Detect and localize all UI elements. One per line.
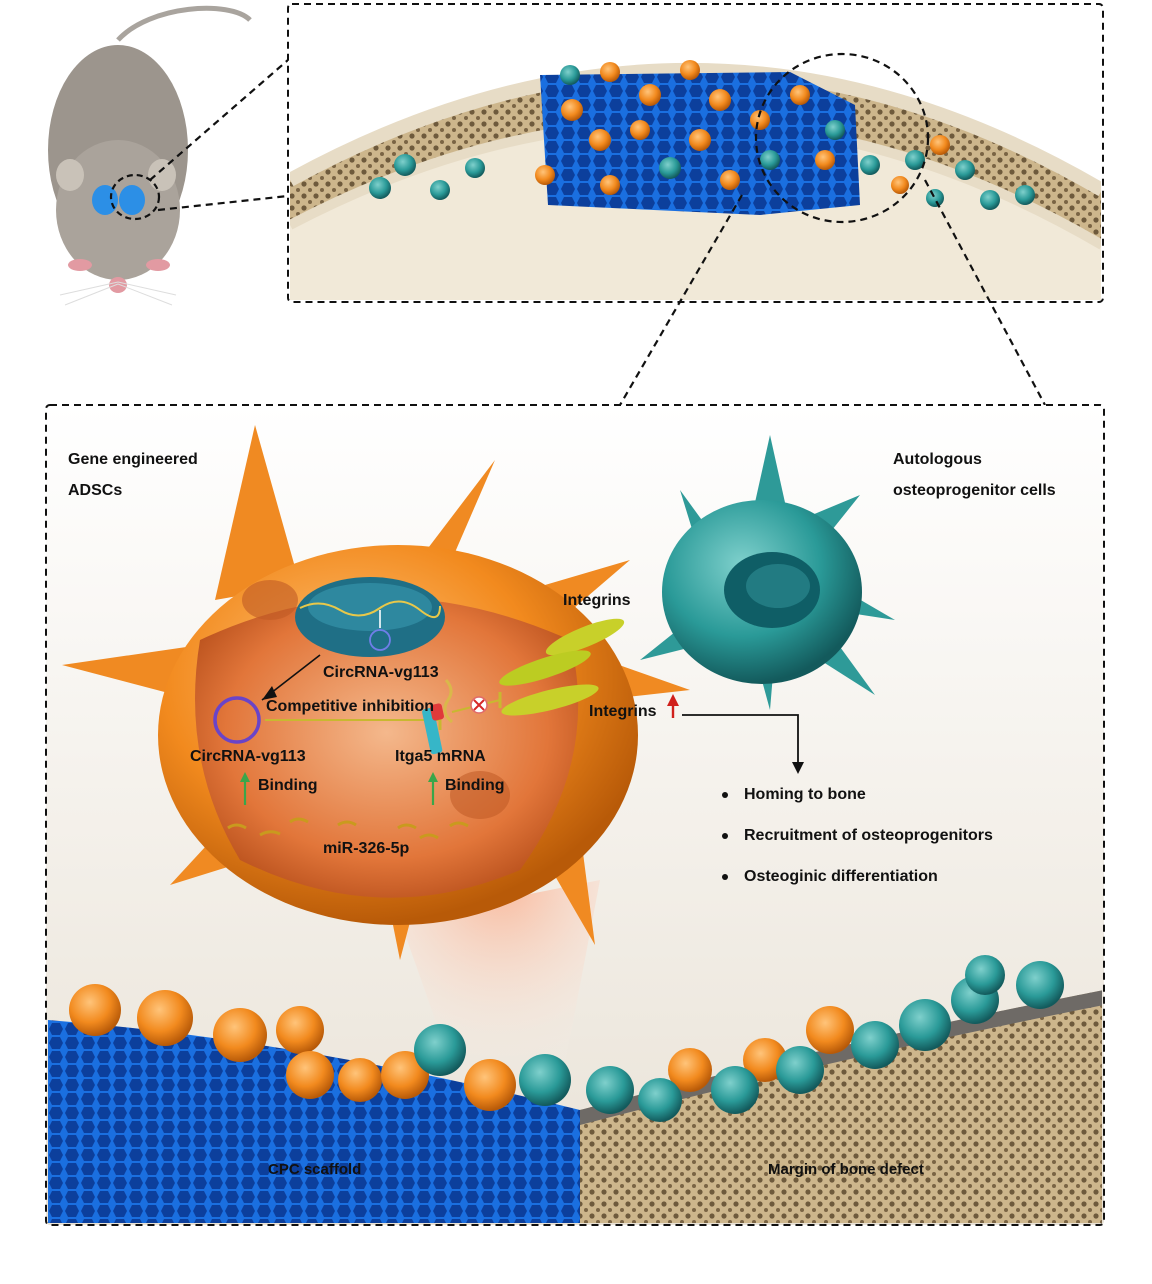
zoom-line-left — [619, 194, 743, 406]
zoom-line-upper — [149, 59, 289, 181]
label-margin-bone-defect: Margin of bone defect — [768, 1161, 924, 1178]
zoom-line-right — [924, 179, 1046, 406]
pathway-diagram — [213, 618, 625, 840]
label-circrna-top: CircRNA-vg113 — [323, 664, 439, 681]
blocked-x-icon — [470, 696, 488, 714]
surface-orange-cells — [69, 984, 854, 1111]
label-circrna-bottom: CircRNA-vg113 — [190, 748, 306, 765]
label-binding-left: Binding — [258, 777, 318, 794]
zoom-line-lower — [157, 194, 289, 212]
label-gene-engineered: Gene engineered — [68, 451, 198, 468]
label-competitive-inhibition: Competitive inhibition — [266, 698, 434, 715]
integrin-rods — [499, 618, 625, 716]
label-integrins-up: Integrins — [589, 703, 657, 720]
top-orange-cells — [535, 60, 950, 195]
itga5-mrna-bar — [422, 707, 443, 755]
top-teal-cells — [369, 65, 1035, 210]
outcome-item: Osteoginic differentiation — [722, 868, 993, 909]
mechanism-panel — [45, 404, 1105, 1226]
label-autologous: Autologous — [893, 451, 982, 468]
skull-section-panel — [287, 3, 1104, 303]
label-adscs: ADSCs — [68, 482, 123, 499]
outcome-list: Homing to bone Recruitment of osteoproge… — [722, 786, 993, 909]
label-osteoprogenitor-cells: osteoprogenitor cells — [893, 482, 1056, 499]
adsc-cell — [62, 425, 690, 960]
label-integrins: Integrins — [563, 592, 631, 609]
outcome-item: Recruitment of osteoprogenitors — [722, 827, 993, 868]
label-itga5-mrna: Itga5 mRNA — [395, 748, 486, 765]
mirna-strands — [227, 817, 469, 840]
zoom-circle — [754, 52, 930, 224]
label-binding-right: Binding — [445, 777, 505, 794]
circrna-ring — [213, 696, 261, 744]
cpc-scaffold-block — [48, 1020, 580, 1223]
label-mir: miR-326-5p — [323, 840, 410, 857]
outcome-item: Homing to bone — [722, 786, 993, 827]
outcome-connector — [682, 714, 799, 768]
surface-teal-cells — [414, 955, 1064, 1122]
bone-margin-block — [580, 990, 1102, 1223]
osteoprogenitor-cell — [640, 435, 895, 710]
label-cpc-scaffold: CPC scaffold — [268, 1161, 362, 1178]
mouse-illustration — [48, 5, 252, 306]
